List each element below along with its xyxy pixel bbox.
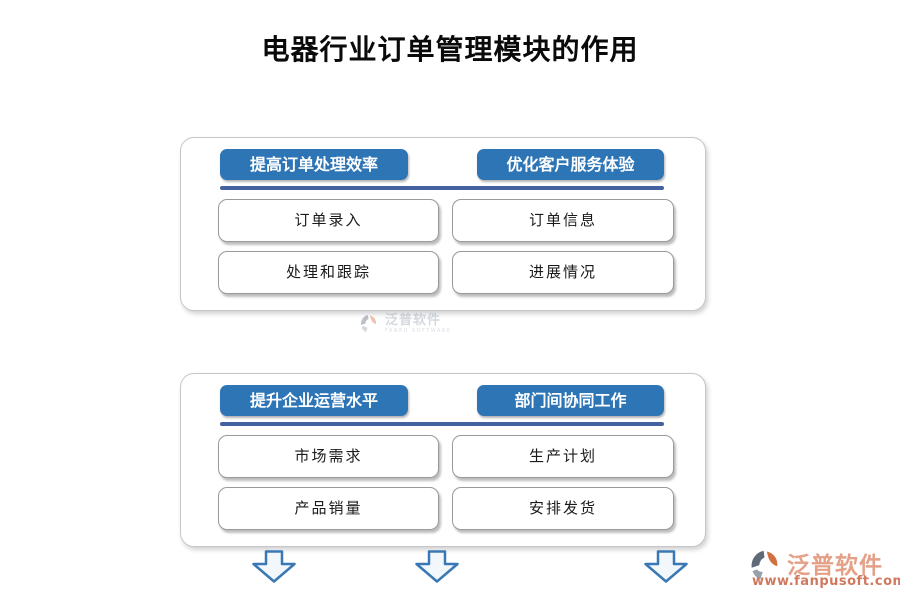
fanpu-logo-icon (751, 550, 778, 580)
fanpu-logo-icon (360, 315, 377, 332)
watermark-subtitle: FANPU SOFTWARE (385, 328, 452, 334)
item-box-order-info: 订单信息 (452, 199, 674, 242)
down-arrow-icon (415, 550, 459, 583)
item-box-arrange-shipping: 安排发货 (452, 487, 674, 530)
item-box-product-sales: 产品销量 (218, 487, 439, 530)
header-badge-operation-level: 提升企业运营水平 (220, 385, 408, 416)
down-arrow-icon (252, 550, 296, 583)
item-box-progress-status: 进展情况 (452, 251, 674, 294)
item-box-order-entry: 订单录入 (218, 199, 439, 242)
header-badge-customer-service: 优化客户服务体验 (477, 149, 664, 180)
item-box-production-plan: 生产计划 (452, 435, 674, 478)
header-badge-order-efficiency: 提高订单处理效率 (220, 149, 408, 180)
item-box-market-demand: 市场需求 (218, 435, 439, 478)
footer-brand: 泛普软件 (787, 553, 883, 579)
item-box-processing-tracking: 处理和跟踪 (218, 251, 439, 294)
page-title: 电器行业订单管理模块的作用 (261, 33, 639, 66)
panel-order-processing: 提高订单处理效率 优化客户服务体验 订单录入 订单信息 处理和跟踪 进展情况 (180, 137, 706, 311)
down-arrow-icon (644, 550, 688, 583)
watermark: 泛普软件 FANPU SOFTWARE (360, 314, 452, 334)
header-badge-dept-collaboration: 部门间协同工作 (477, 385, 664, 416)
divider-line (220, 186, 664, 190)
divider-line (220, 422, 664, 426)
footer-url: www.fanpusoft.com (752, 574, 900, 589)
panel-enterprise-operation: 提升企业运营水平 部门间协同工作 市场需求 生产计划 产品销量 安排发货 (180, 373, 706, 547)
watermark-brand: 泛普软件 (385, 313, 442, 328)
